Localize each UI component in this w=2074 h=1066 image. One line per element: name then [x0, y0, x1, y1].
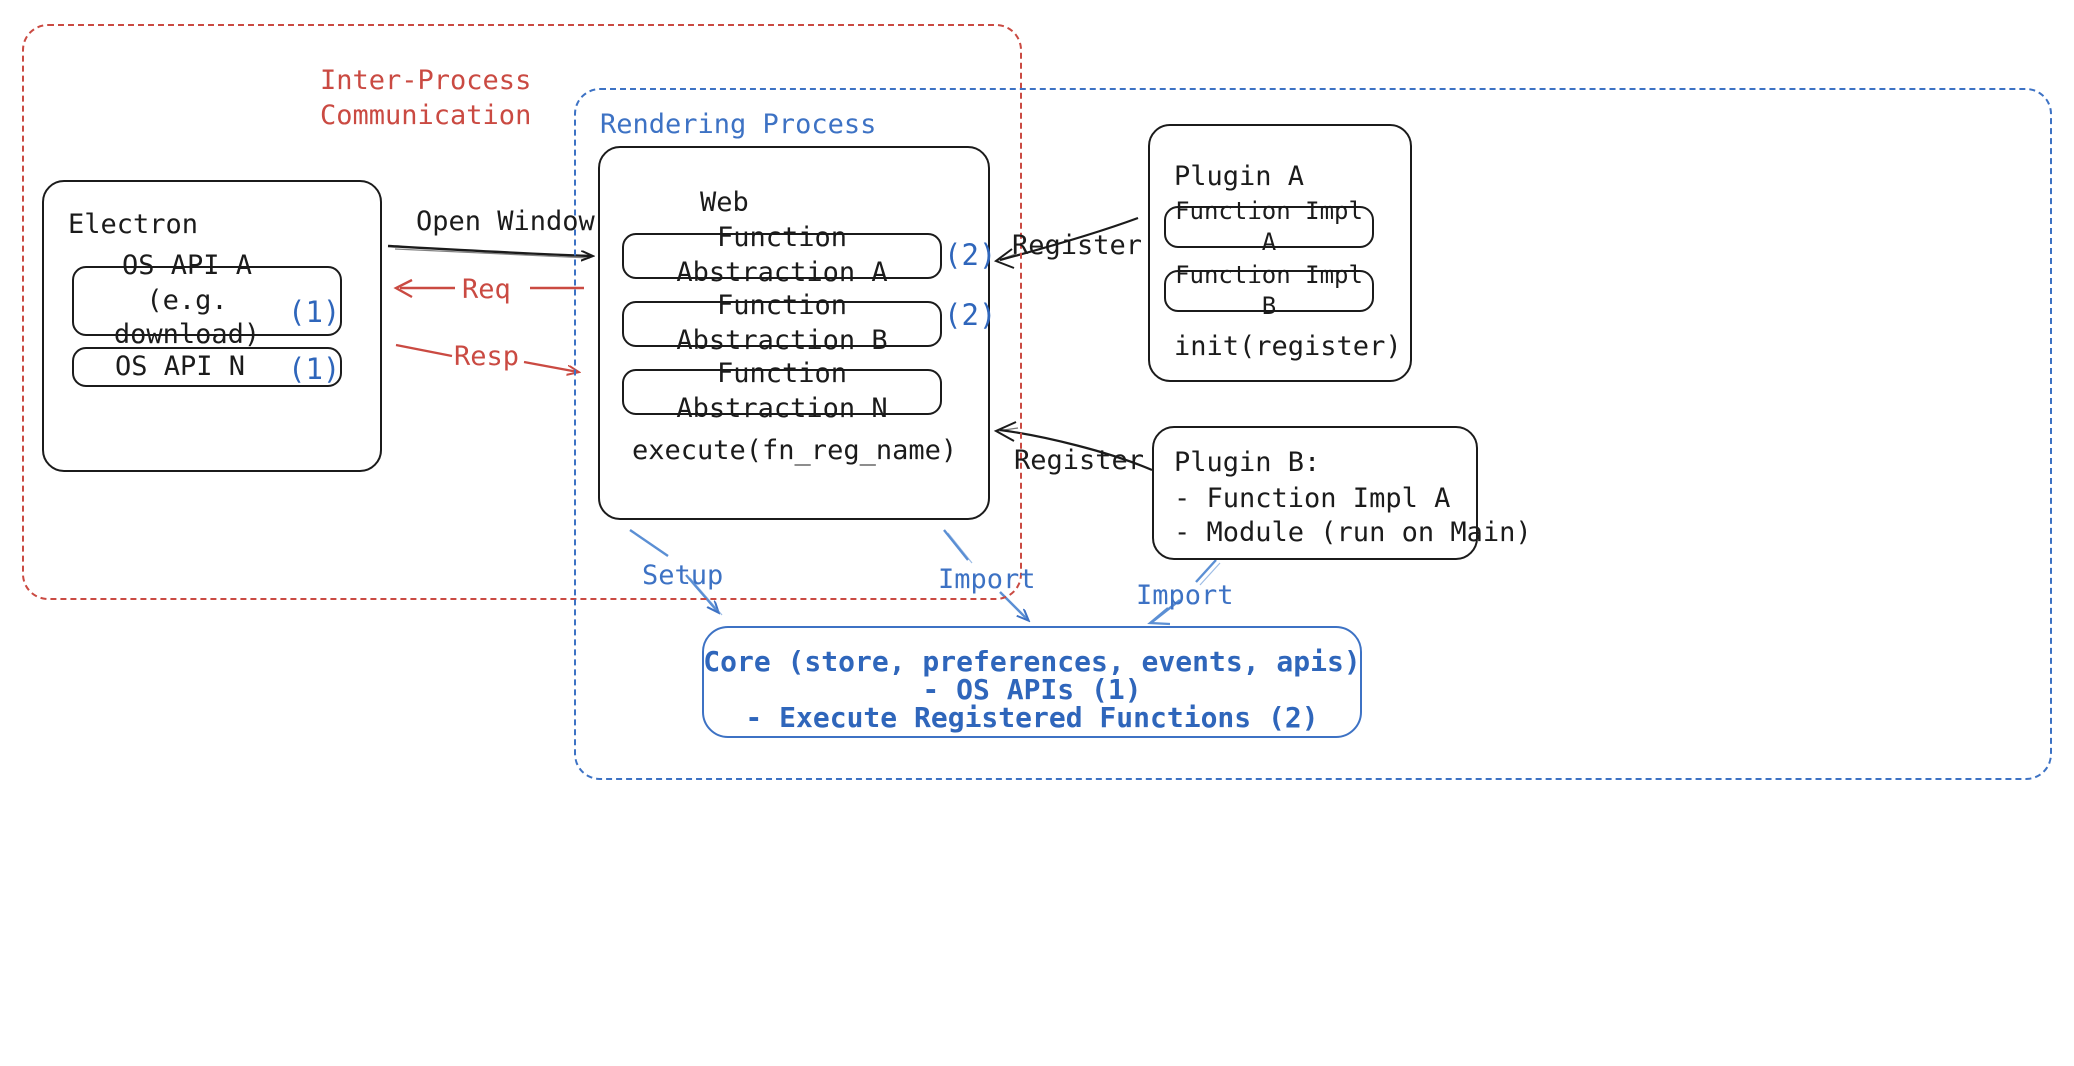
arrow-register-a-label: Register [1012, 230, 1143, 261]
arrow-register-b [993, 421, 1153, 472]
os-api-a-label: OS API A (e.g. download) [113, 250, 261, 351]
os-api-a-tag: (1) [288, 295, 341, 329]
plugin-a-function-impl-b-label: Function Impl B [1175, 261, 1363, 320]
os-api-a-box[interactable] [72, 266, 342, 336]
arrow-open-window [387, 244, 592, 258]
arrow-import-web-label: Import [938, 564, 1036, 595]
arrow-import-plugin-b-label: Import [1136, 580, 1234, 611]
group-rendering-process [574, 88, 2052, 780]
plugin-a-title: Plugin A [1174, 161, 1305, 192]
core-line-3: - Execute Registered Functions (2) [745, 701, 1319, 734]
web-title: Web [700, 187, 749, 218]
plugin-b-item-1: - Module (run on Main) [1174, 517, 1532, 548]
arrow-setup [629, 529, 723, 616]
plugin-a-init-label: init(register) [1174, 331, 1402, 362]
os-api-n-tag: (1) [288, 352, 341, 386]
group-inter-process-communication [22, 24, 1022, 600]
core-line-1: Core (store, preferences, events, apis) [703, 645, 1361, 678]
electron-title: Electron [68, 209, 199, 240]
group-ipc-label: Inter-Process Communication [320, 65, 532, 131]
web-box [598, 146, 990, 520]
function-abstraction-n-label: Function Abstraction N [676, 358, 888, 424]
plugin-b-title: Plugin B: [1174, 447, 1321, 478]
plugin-a-function-impl-b-box[interactable] [1164, 270, 1374, 312]
arrow-register-b-label: Register [1014, 445, 1145, 476]
os-api-n-label: OS API N [114, 350, 246, 382]
core-box [702, 626, 1362, 738]
plugin-a-function-impl-a-label: Function Impl A [1175, 197, 1363, 256]
function-abstraction-a-tag: (2) [944, 238, 997, 272]
arrow-import-plugin-b [1147, 559, 1221, 626]
arrow-req-label: Req [462, 274, 511, 305]
electron-box [42, 180, 382, 472]
function-abstraction-n-box[interactable] [622, 369, 942, 415]
arrow-open-window-label: Open Window [416, 206, 595, 237]
plugin-b-box [1152, 426, 1478, 560]
plugin-b-item-0: - Function Impl A [1174, 483, 1451, 514]
arrow-setup-label: Setup [642, 560, 724, 591]
group-rendering-process-label: Rendering Process [600, 109, 877, 140]
core-line-2: - OS APIs (1) [922, 673, 1142, 706]
plugin-a-function-impl-a-box[interactable] [1164, 206, 1374, 248]
arrow-resp [395, 343, 578, 372]
arrow-resp-label: Resp [454, 341, 520, 372]
plugin-a-box [1148, 124, 1412, 382]
function-abstraction-b-tag: (2) [944, 298, 997, 332]
function-abstraction-b-box[interactable] [622, 301, 942, 347]
web-execute-label: execute(fn_reg_name) [632, 435, 958, 466]
arrow-register-a [993, 216, 1139, 269]
function-abstraction-b-label: Function Abstraction B [676, 290, 888, 356]
function-abstraction-a-label: Function Abstraction A [676, 222, 888, 288]
function-abstraction-a-box[interactable] [622, 233, 942, 279]
os-api-n-box[interactable] [72, 347, 342, 387]
